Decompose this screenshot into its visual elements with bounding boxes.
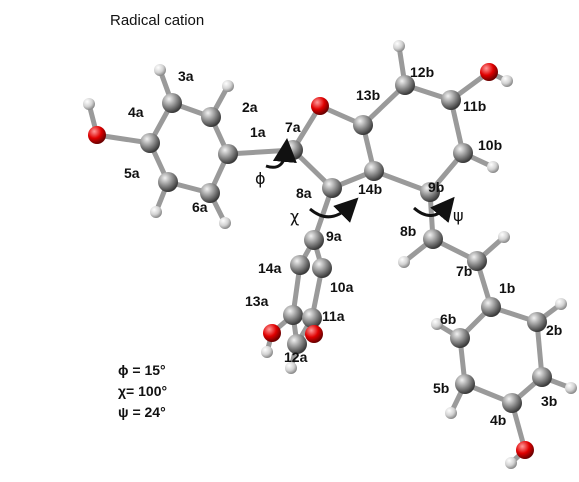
atom-label-9a: 9a — [326, 228, 342, 244]
atom-label-14a: 14a — [258, 260, 282, 276]
figure-title: Radical cation — [110, 12, 205, 29]
atom-label-3b: 3b — [541, 393, 557, 409]
chi-arrow — [309, 197, 359, 223]
atom-label-4b: 4b — [490, 412, 506, 428]
chi-angle: χ= 100° — [118, 383, 168, 399]
torsion-angle-list: ϕ = 15° χ= 100° ψ = 24° — [118, 360, 167, 423]
oxygen-atoms — [88, 63, 534, 459]
atom-label-6a: 6a — [192, 199, 208, 215]
psi-arrow — [413, 196, 455, 223]
atom-labels: 3a 2a 4a 1a 7a 5a 6a 8a 9a 14a 10a 13a 1… — [124, 64, 562, 428]
atom-label-13b: 13b — [356, 87, 380, 103]
atom-label-8a: 8a — [296, 185, 312, 201]
atom-label-1a: 1a — [250, 124, 266, 140]
psi-angle: ψ = 24° — [118, 404, 166, 420]
atom-label-5a: 5a — [124, 165, 140, 181]
atom-label-14b: 14b — [358, 181, 382, 197]
atom-label-2a: 2a — [242, 99, 258, 115]
atom-label-1b: 1b — [499, 280, 515, 296]
carbon-atoms — [140, 75, 552, 413]
atom-label-11b: 11b — [463, 98, 486, 114]
atom-label-2b: 2b — [546, 322, 562, 338]
atom-label-6b: 6b — [440, 311, 456, 327]
atom-label-8b: 8b — [400, 223, 416, 239]
atom-label-10b: 10b — [478, 137, 502, 153]
atom-label-5b: 5b — [433, 380, 449, 396]
atom-label-7b: 7b — [456, 263, 472, 279]
hydrogen-atoms — [83, 40, 577, 469]
atom-label-12a: 12a — [284, 349, 308, 365]
atom-label-12b: 12b — [410, 64, 434, 80]
atom-label-10a: 10a — [330, 279, 354, 295]
chi-symbol: χ — [290, 207, 299, 226]
phi-angle: ϕ = 15° — [118, 362, 166, 378]
psi-symbol: ψ — [453, 206, 464, 225]
atom-label-9b: 9b — [428, 179, 444, 195]
atom-label-7a: 7a — [285, 119, 301, 135]
atom-label-4a: 4a — [128, 104, 144, 120]
atom-label-11a: 11a — [322, 308, 345, 324]
atom-label-13a: 13a — [245, 293, 269, 309]
phi-arrow — [265, 138, 297, 169]
torsion-arrows — [265, 138, 455, 223]
phi-symbol: ϕ — [255, 169, 266, 188]
atom-label-3a: 3a — [178, 68, 194, 84]
